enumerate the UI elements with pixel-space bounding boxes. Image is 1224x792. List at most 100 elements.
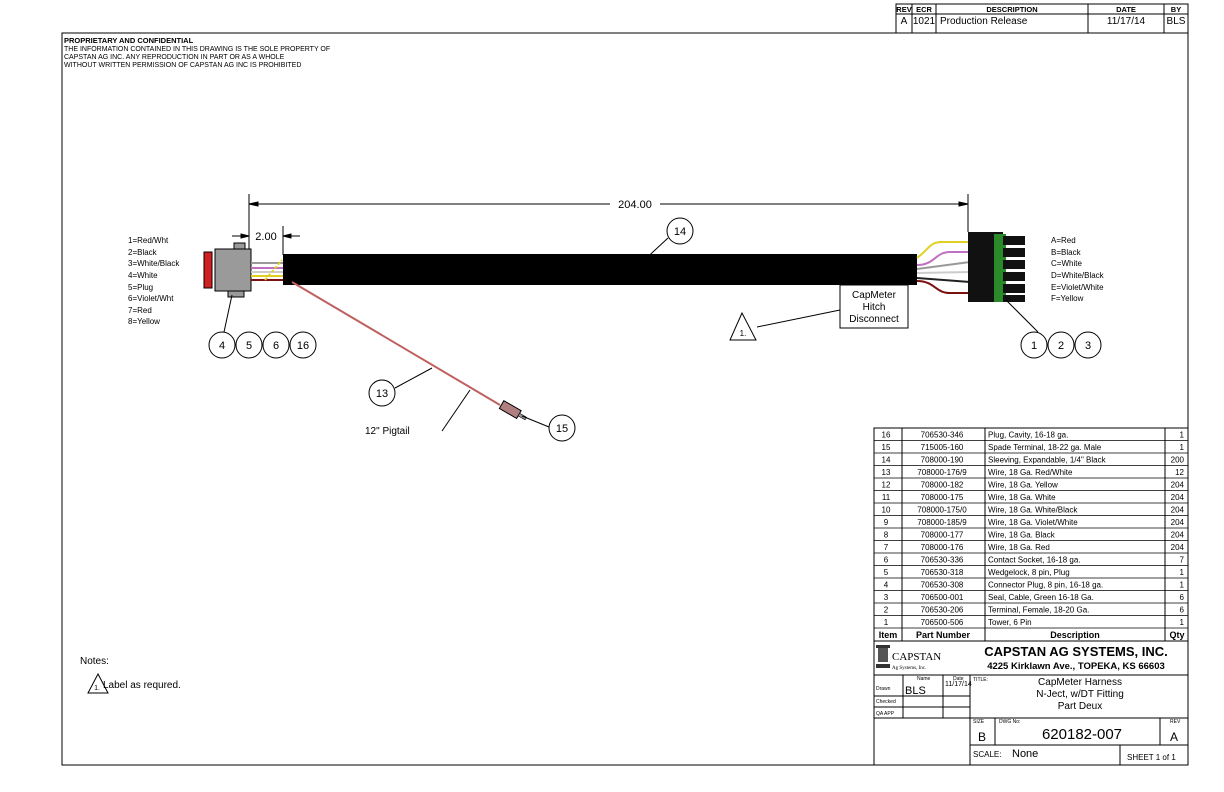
company-address: 4225 Kirklawn Ave., TOPEKA, KS 66603 xyxy=(987,661,1165,672)
bom-description: Contact Socket, 16-18 ga. xyxy=(988,556,1081,565)
bom-part-number: 706530-308 xyxy=(921,581,964,590)
bom-qty: 1 xyxy=(1180,443,1185,452)
drawn-date: 11/17/14 xyxy=(945,681,972,688)
bom-part-number: 708000-176 xyxy=(921,543,964,552)
overall-length-dimension: 204.00 xyxy=(618,199,652,211)
confidential-line: CAPSTAN AG INC. ANY REPRODUCTION IN PART… xyxy=(64,54,285,61)
bom-description: Wire, 18 Ga. Red/White xyxy=(988,468,1073,477)
sheet-border xyxy=(61,32,1189,766)
pinout-label: D=White/Black xyxy=(1051,271,1105,280)
confidential-notice: PROPRIETARY AND CONFIDENTIAL THE INFORMA… xyxy=(64,36,330,69)
spade-terminal xyxy=(498,399,527,421)
bill-of-materials: 16 706530-346 Plug, Cavity, 16-18 ga. 1 15 7 1… xyxy=(873,427,1189,642)
right-wires xyxy=(916,241,971,294)
label-line: Hitch xyxy=(863,302,886,313)
sheet-number: SHEET 1 of 1 xyxy=(1127,753,1176,762)
balloons xyxy=(208,217,1102,442)
pinout-label: 3=White/Black xyxy=(128,259,180,268)
name-label: Name xyxy=(917,676,931,682)
confidential-line: THE INFORMATION CONTAINED IN THIS DRAWIN… xyxy=(64,46,330,53)
left-connector-8pin xyxy=(203,242,283,298)
bom-part-number: 706530-346 xyxy=(921,431,964,440)
rev-value: A xyxy=(901,16,908,27)
drawing-title-line: N-Ject, w/DT Fitting xyxy=(1036,689,1124,700)
bom-description: Plug, Cavity, 16-18 ga. xyxy=(988,431,1068,440)
bom-header-qty: Qty xyxy=(1169,630,1184,640)
sleeving xyxy=(283,254,917,285)
bom-qty: 204 xyxy=(1171,543,1185,552)
bom-item: 16 xyxy=(882,431,891,440)
revision-table xyxy=(895,3,1189,34)
bom-item: 13 xyxy=(882,468,891,477)
bom-item: 15 xyxy=(882,443,891,452)
pigtail-label: 12" Pigtail xyxy=(365,426,410,437)
confidential-line: WITHOUT WRITTEN PERMISSION OF CAPSTAN AG… xyxy=(64,62,301,69)
strip-length-dimension: 2.00 xyxy=(255,231,276,243)
bom-item: 2 xyxy=(884,606,889,615)
bom-part-number: 708000-182 xyxy=(921,481,964,490)
bom-qty: 7 xyxy=(1180,556,1185,565)
notes-title: Notes: xyxy=(80,656,109,667)
balloon-1: 1 xyxy=(1031,340,1037,352)
drawn-by: BLS xyxy=(905,685,926,697)
bom-item: 7 xyxy=(884,543,889,552)
bom-description: Connector Plug, 8 pin, 16-18 ga. xyxy=(988,581,1103,590)
label-line: Disconnect xyxy=(849,314,899,325)
pinout-label: 1=Red/Wht xyxy=(128,236,169,245)
balloon-15: 15 xyxy=(556,423,568,435)
rev-label: REV xyxy=(1170,719,1181,725)
bom-qty: 204 xyxy=(1171,506,1185,515)
bom-description: Wire, 18 Ga. Yellow xyxy=(988,481,1058,490)
bom-item: 11 xyxy=(882,493,891,502)
logo-subtitle: Ag Systems, Inc. xyxy=(892,666,926,671)
confidential-title: PROPRIETARY AND CONFIDENTIAL xyxy=(64,36,194,45)
pinout-label: 6=Violet/Wht xyxy=(128,294,174,303)
by-header: BY xyxy=(1171,5,1181,14)
balloon-6: 6 xyxy=(273,340,279,352)
bom-description: Wedgelock, 8 pin, Plug xyxy=(988,568,1070,577)
rev-by: BLS xyxy=(1167,16,1186,27)
logo-name: CAPSTAN xyxy=(892,651,941,663)
bom-qty: 204 xyxy=(1171,531,1185,540)
bom-item: 8 xyxy=(884,531,889,540)
bom-item: 12 xyxy=(882,481,891,490)
bom-part-number: 708000-176/9 xyxy=(917,468,967,477)
bom-description: Wire, 18 Ga. Red xyxy=(988,543,1050,552)
bom-part-number: 706530-206 xyxy=(921,606,964,615)
date-header: DATE xyxy=(1116,5,1136,14)
capstan-logo: CAPSTAN Ag Systems, Inc. xyxy=(876,645,941,671)
bom-item: 10 xyxy=(882,506,891,515)
bom-qty: 1 xyxy=(1180,568,1185,577)
bom-qty: 204 xyxy=(1171,518,1185,527)
balloon-2: 2 xyxy=(1058,340,1064,352)
pinout-label: B=Black xyxy=(1051,248,1082,257)
bom-qty: 12 xyxy=(1175,468,1184,477)
pinout-label: C=White xyxy=(1051,259,1082,268)
pinout-label: 8=Yellow xyxy=(128,317,160,326)
note-flag-number: 1. xyxy=(94,685,100,692)
bom-description: Terminal, Female, 18-20 Ga. xyxy=(988,606,1089,615)
note-flag-number: 1. xyxy=(740,329,747,338)
bom-description: Wire, 18 Ga. Black xyxy=(988,531,1056,540)
bom-part-number: 708000-175/0 xyxy=(917,506,967,515)
bom-description: Sleeving, Expandable, 1/4" Black xyxy=(988,456,1107,465)
title-label: TITLE: xyxy=(973,677,988,683)
description-header: DESCRIPTION xyxy=(986,5,1037,14)
pinout-label: 2=Black xyxy=(128,248,158,257)
bom-header-description: Description xyxy=(1050,630,1100,640)
bom-item: 3 xyxy=(884,593,889,602)
pinout-label: E=Violet/White xyxy=(1051,283,1104,292)
bom-description: Spade Terminal, 18-22 ga. Male xyxy=(988,443,1102,452)
rev-header: REV xyxy=(896,5,911,14)
drawing-revision: A xyxy=(1170,730,1178,744)
note-flag-triangle-icon xyxy=(87,672,109,694)
bom-part-number: 706530-318 xyxy=(921,568,964,577)
sheet-size: B xyxy=(978,730,986,744)
bom-header-item: Item xyxy=(879,630,898,640)
drawing-title-line: CapMeter Harness xyxy=(1038,677,1122,688)
scale-label: SCALE: xyxy=(973,750,1001,759)
company-name: CAPSTAN AG SYSTEMS, INC. xyxy=(984,644,1167,659)
left-pinout: 1=Red/Wht 2=Black 3=White/Black 4=White … xyxy=(128,236,180,326)
bom-part-number: 706500-001 xyxy=(921,593,964,602)
